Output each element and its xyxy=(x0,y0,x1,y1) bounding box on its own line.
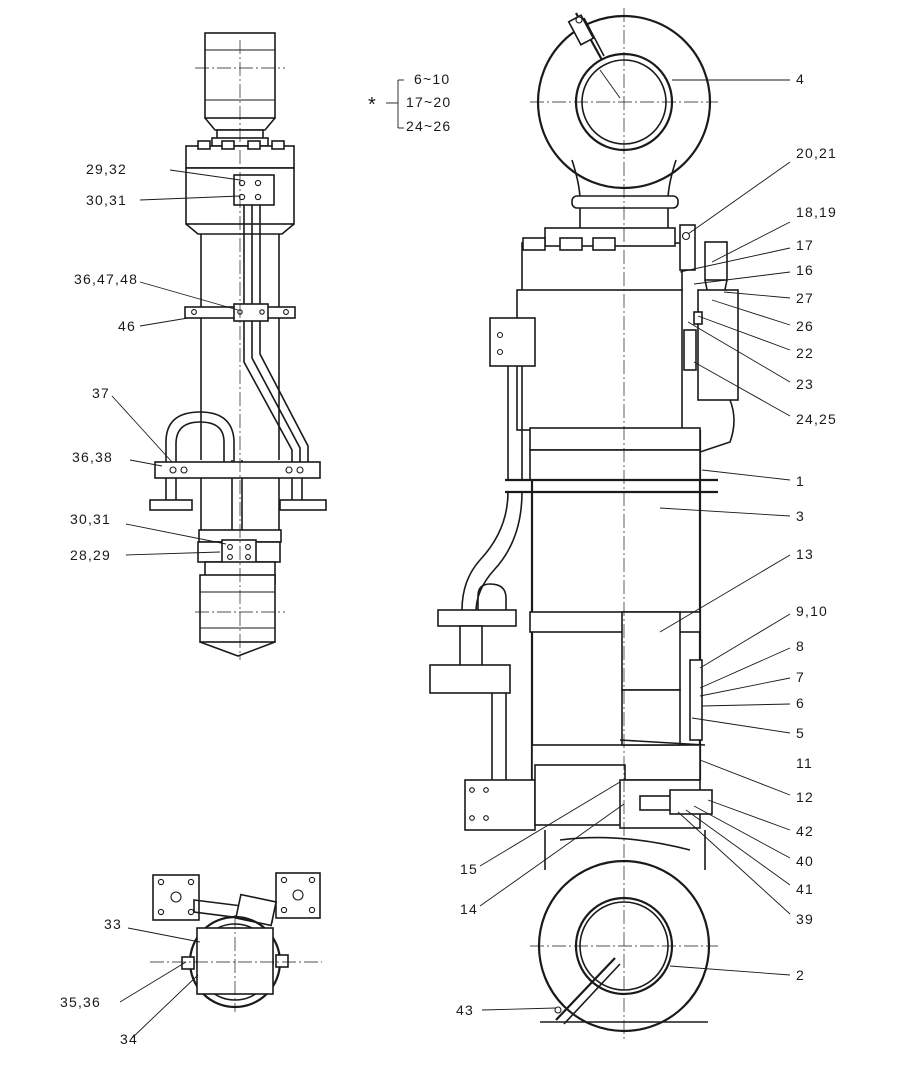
callout-13: 13 xyxy=(796,546,814,562)
callout-8: 8 xyxy=(796,638,805,654)
callout-34: 34 xyxy=(120,1031,138,1047)
mounting-bar xyxy=(154,461,321,479)
callout-1: 1 xyxy=(796,473,805,489)
callout-16: 16 xyxy=(796,262,814,278)
callout-40: 40 xyxy=(796,853,814,869)
callout-6: 6 xyxy=(796,695,805,711)
kit-marker: * xyxy=(368,94,376,116)
callout-20-21: 20,21 xyxy=(796,145,837,161)
top-view xyxy=(149,32,327,660)
callout-14: 14 xyxy=(460,901,478,917)
callout-17: 17 xyxy=(796,237,814,253)
port-block-top xyxy=(233,174,275,206)
callout-12: 12 xyxy=(796,789,814,805)
callout-39: 39 xyxy=(796,911,814,927)
bottom-end xyxy=(199,574,276,643)
callout-7: 7 xyxy=(796,669,805,685)
end-view xyxy=(150,872,322,1012)
callout-30-31-top: 30,31 xyxy=(86,192,127,208)
kit-item-1: 6~10 xyxy=(414,71,450,87)
callout-15: 15 xyxy=(460,861,478,877)
callout-3: 3 xyxy=(796,508,805,524)
callout-33: 33 xyxy=(104,916,122,932)
callout-30-31-bottom: 30,31 xyxy=(70,511,111,527)
callout-26: 26 xyxy=(796,318,814,334)
kit-item-3: 24~26 xyxy=(406,118,451,134)
callout-24-25: 24,25 xyxy=(796,411,837,427)
callout-41: 41 xyxy=(796,881,814,897)
callout-18-19: 18,19 xyxy=(796,204,837,220)
callout-43: 43 xyxy=(456,1002,474,1018)
bolt-18-19 xyxy=(704,241,728,281)
callout-9-10: 9,10 xyxy=(796,603,828,619)
kit-item-2: 17~20 xyxy=(406,94,451,110)
callout-29-32: 29,32 xyxy=(86,161,127,177)
callout-2: 2 xyxy=(796,967,805,983)
leader-lines xyxy=(111,79,791,1039)
callout-37: 37 xyxy=(92,385,110,401)
callout-42: 42 xyxy=(796,823,814,839)
callout-labels: 29,32 30,31 36,47,48 46 37 36,38 30,31 2… xyxy=(60,71,837,1047)
callout-36-47-48: 36,47,48 xyxy=(74,271,138,287)
side-view xyxy=(429,8,739,1040)
part-13 xyxy=(621,611,681,691)
port-block-bottom xyxy=(221,539,257,565)
callout-11: 11 xyxy=(796,755,813,771)
callout-4: 4 xyxy=(796,71,805,87)
callout-35-36: 35,36 xyxy=(60,994,101,1010)
callout-27: 27 xyxy=(796,290,814,306)
callout-46: 46 xyxy=(118,318,136,334)
callout-36-38: 36,38 xyxy=(72,449,113,465)
callout-5: 5 xyxy=(796,725,805,741)
callout-28-29: 28,29 xyxy=(70,547,111,563)
callout-23: 23 xyxy=(796,376,814,392)
cylinder-head xyxy=(521,242,683,292)
callout-22: 22 xyxy=(796,345,814,361)
